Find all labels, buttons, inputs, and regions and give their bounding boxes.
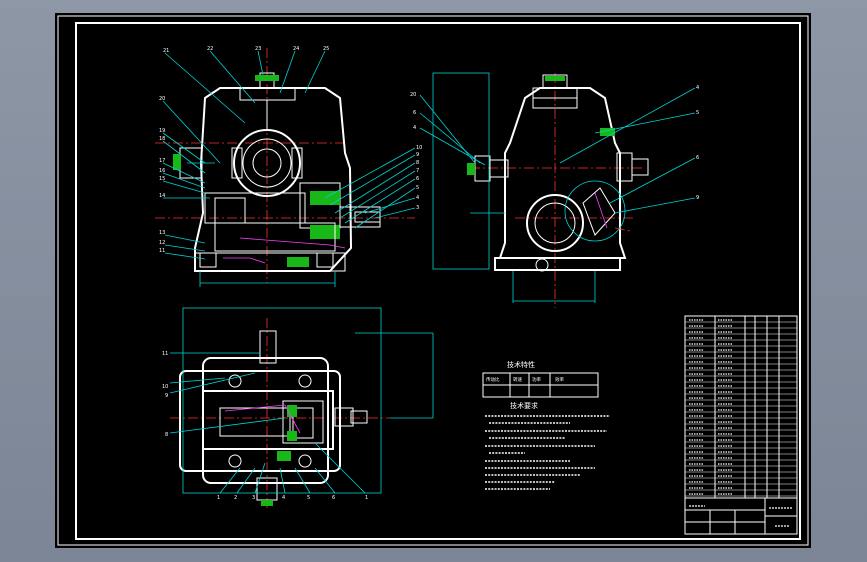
svg-text:6: 6 [413,110,416,116]
svg-text:17: 17 [159,158,165,164]
svg-text:11: 11 [159,248,165,254]
svg-text:14: 14 [159,193,165,199]
svg-text:24: 24 [293,46,299,52]
params-table-h4: 效率 [555,376,564,383]
title-block [684,497,798,535]
svg-text:20: 20 [410,92,416,98]
svg-text:8: 8 [416,160,419,166]
parts-list [684,315,798,535]
svg-text:5: 5 [416,185,419,191]
svg-text:21: 21 [163,48,169,54]
svg-text:23: 23 [255,46,261,52]
svg-text:16: 16 [159,168,165,174]
svg-text:6: 6 [332,495,335,501]
svg-text:10: 10 [416,145,422,151]
technical-notes: 技术特性 传动比 转速 功率 效率 技术要求 [482,360,610,490]
svg-text:18: 18 [159,136,165,142]
sheet-inner-border [75,22,801,540]
svg-text:2: 2 [234,495,237,501]
svg-text:19: 19 [159,128,165,134]
svg-text:9: 9 [696,195,699,201]
svg-text:6: 6 [696,155,699,161]
svg-text:6: 6 [416,176,419,182]
side-view: 20 6 4 4 5 6 9 [410,72,699,308]
requirements-body [485,415,610,490]
svg-text:15: 15 [159,176,165,182]
svg-text:9: 9 [416,152,419,158]
params-table-h2: 转速 [513,376,522,383]
svg-text:3: 3 [416,205,419,211]
params-title: 技术特性 [507,360,535,369]
svg-text:20: 20 [159,96,165,102]
front-view: 21 22 23 24 25 20 19 18 17 16 15 14 13 12 11 109 8… [155,46,422,287]
svg-text:5: 5 [307,495,310,501]
svg-text:3: 3 [252,495,255,501]
svg-text:5: 5 [696,110,699,116]
svg-text:4: 4 [413,125,416,131]
svg-text:1: 1 [365,495,368,501]
sheet-outer-border [57,15,809,546]
top-view: 11 10 9 8 1 2 3 4 5 6 1 [162,307,434,508]
requirements-title: 技术要求 [510,401,538,410]
params-table-h1: 传动比 [486,376,500,383]
svg-text:9: 9 [165,393,168,399]
svg-text:1: 1 [217,495,220,501]
svg-text:11: 11 [162,351,168,357]
svg-text:25: 25 [323,46,329,52]
params-table-h3: 功率 [532,376,541,383]
svg-text:10: 10 [162,384,168,390]
svg-text:12: 12 [159,240,165,246]
svg-text:22: 22 [207,46,213,52]
svg-text:7: 7 [416,168,419,174]
svg-text:4: 4 [416,195,419,201]
svg-text:4: 4 [696,85,699,91]
svg-text:4: 4 [282,495,285,501]
svg-text:8: 8 [165,432,168,438]
svg-text:13: 13 [159,230,165,236]
parts-entries [689,319,733,495]
parts-rows [685,321,797,497]
